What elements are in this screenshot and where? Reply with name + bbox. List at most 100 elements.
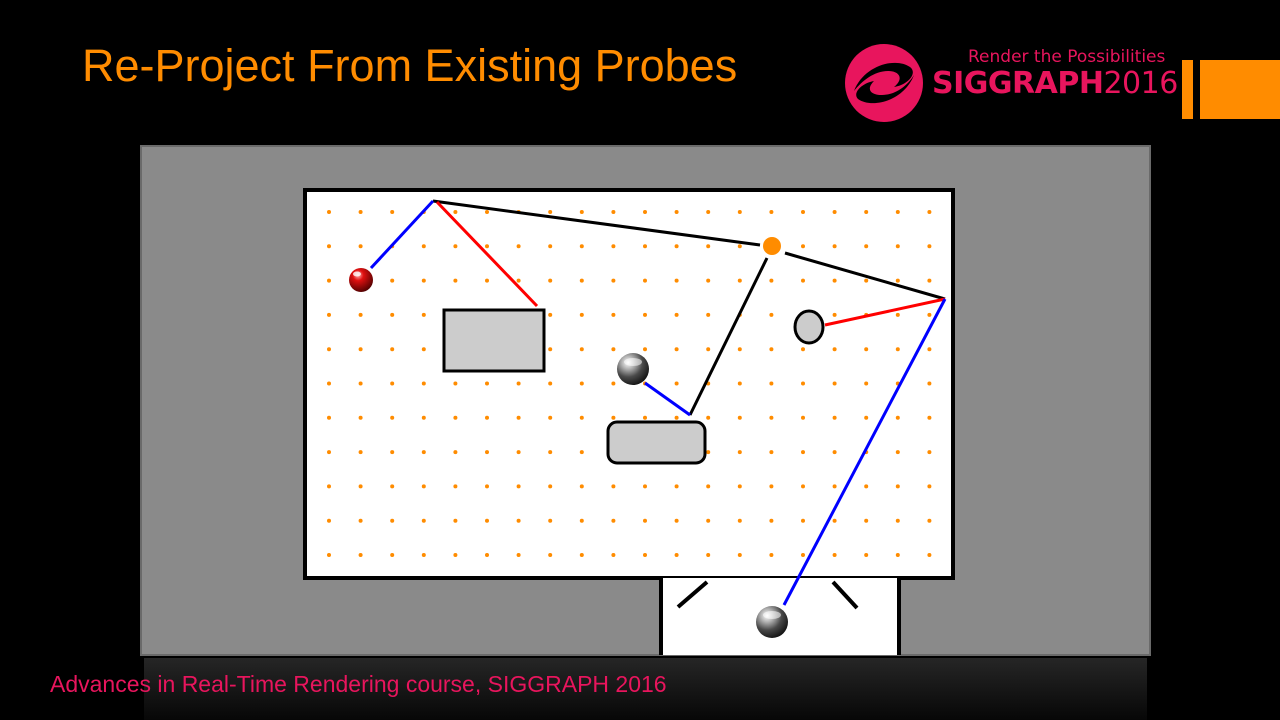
- grid-dot: [927, 518, 932, 523]
- grid-dot: [327, 381, 331, 386]
- grid-dot: [801, 381, 805, 386]
- grid-dot: [579, 553, 584, 557]
- grid-dot: [516, 278, 521, 283]
- red-ray: [824, 297, 946, 327]
- grid-dot: [579, 484, 584, 489]
- grid-dot: [643, 553, 647, 557]
- grid-dot: [832, 278, 837, 283]
- grid-dot: [927, 553, 932, 557]
- grid-dot: [674, 312, 679, 317]
- grid-dot: [643, 484, 647, 489]
- grid-dot: [674, 484, 679, 489]
- grid-dot: [706, 450, 711, 455]
- grid-dot: [548, 278, 553, 283]
- blue-ray: [369, 199, 435, 270]
- grid-dot: [327, 347, 331, 352]
- grid-dot: [453, 484, 458, 489]
- accent-bar-wide: [1200, 60, 1280, 119]
- grid-dot: [548, 415, 553, 420]
- grid-dot: [737, 381, 742, 386]
- grid-dot: [737, 484, 742, 489]
- grid-dot: [643, 210, 647, 214]
- grid-dot: [327, 312, 331, 317]
- traced-rays: [369, 199, 947, 606]
- grid-dot: [611, 210, 616, 214]
- grid-dot: [706, 518, 711, 523]
- grid-dot: [516, 381, 521, 386]
- grid-dot: [927, 381, 932, 386]
- grid-dot: [611, 518, 616, 523]
- grid-dot: [390, 415, 395, 420]
- grid-dot: [737, 518, 742, 523]
- grid-dot: [327, 244, 331, 249]
- grid-dot: [643, 347, 647, 352]
- grid-dot: [485, 381, 489, 386]
- slide-title: Re-Project From Existing Probes: [82, 40, 738, 91]
- grid-dot: [485, 210, 489, 214]
- grid-dot: [832, 553, 837, 557]
- grid-dot: [706, 347, 711, 352]
- grid-dot: [421, 484, 426, 489]
- grid-dot: [421, 518, 426, 523]
- grid-dot: [548, 244, 553, 249]
- grid-dot: [895, 210, 900, 214]
- grid-dot: [611, 244, 616, 249]
- grid-dot: [895, 450, 900, 455]
- grid-dot: [421, 278, 426, 283]
- grid-dot: [453, 244, 458, 249]
- grid-dot: [358, 518, 363, 523]
- grid-dot: [674, 381, 679, 386]
- grid-dot: [801, 518, 805, 523]
- grid-dot: [358, 415, 363, 420]
- grid-dot: [674, 518, 679, 523]
- grid-dot: [548, 484, 553, 489]
- grid-dot: [864, 484, 869, 489]
- grid-dot: [421, 553, 426, 557]
- grid-dot: [643, 518, 647, 523]
- grid-dot: [579, 312, 584, 317]
- grid-dot: [801, 347, 805, 352]
- brand-tagline: Render the Possibilities: [968, 47, 1166, 67]
- grid-dot: [895, 278, 900, 283]
- grid-dot: [737, 210, 742, 214]
- grid-dot: [769, 484, 774, 489]
- grid-dot: [327, 484, 331, 489]
- grid-dot: [801, 450, 805, 455]
- grid-dot: [579, 518, 584, 523]
- grid-dot: [864, 415, 869, 420]
- grid-dot: [737, 415, 742, 420]
- grid-dot: [832, 244, 837, 249]
- grid-dot: [927, 347, 932, 352]
- grid-dot: [674, 244, 679, 249]
- brand-wordmark: SIGGRAPH2016: [932, 66, 1178, 101]
- grid-dot: [769, 347, 774, 352]
- rounded-obstacle: [606, 420, 707, 465]
- grid-dot: [453, 381, 458, 386]
- grid-dot: [548, 381, 553, 386]
- grid-dot: [674, 210, 679, 214]
- grid-dot: [706, 484, 711, 489]
- grid-dot: [895, 484, 900, 489]
- grid-dot: [611, 347, 616, 352]
- grid-dot: [327, 450, 331, 455]
- grid-dot: [801, 278, 805, 283]
- footer-credit: Advances in Real-Time Rendering course, …: [50, 671, 667, 697]
- rectangle-obstacle: [442, 308, 546, 373]
- grid-dot: [485, 278, 489, 283]
- grid-dot: [895, 347, 900, 352]
- grid-dot: [390, 518, 395, 523]
- grid-dot: [327, 278, 331, 283]
- grid-dot: [516, 553, 521, 557]
- grid-dot: [453, 415, 458, 420]
- grid-dot: [832, 415, 837, 420]
- grid-dot: [611, 484, 616, 489]
- grid-dot: [485, 450, 489, 455]
- grid-dot: [358, 347, 363, 352]
- footer-band: [144, 658, 1147, 720]
- grid-dot: [453, 518, 458, 523]
- accent-bar-thin: [1182, 60, 1193, 119]
- grid-dot: [358, 312, 363, 317]
- grid-dot: [579, 381, 584, 386]
- grid-dot: [832, 210, 837, 214]
